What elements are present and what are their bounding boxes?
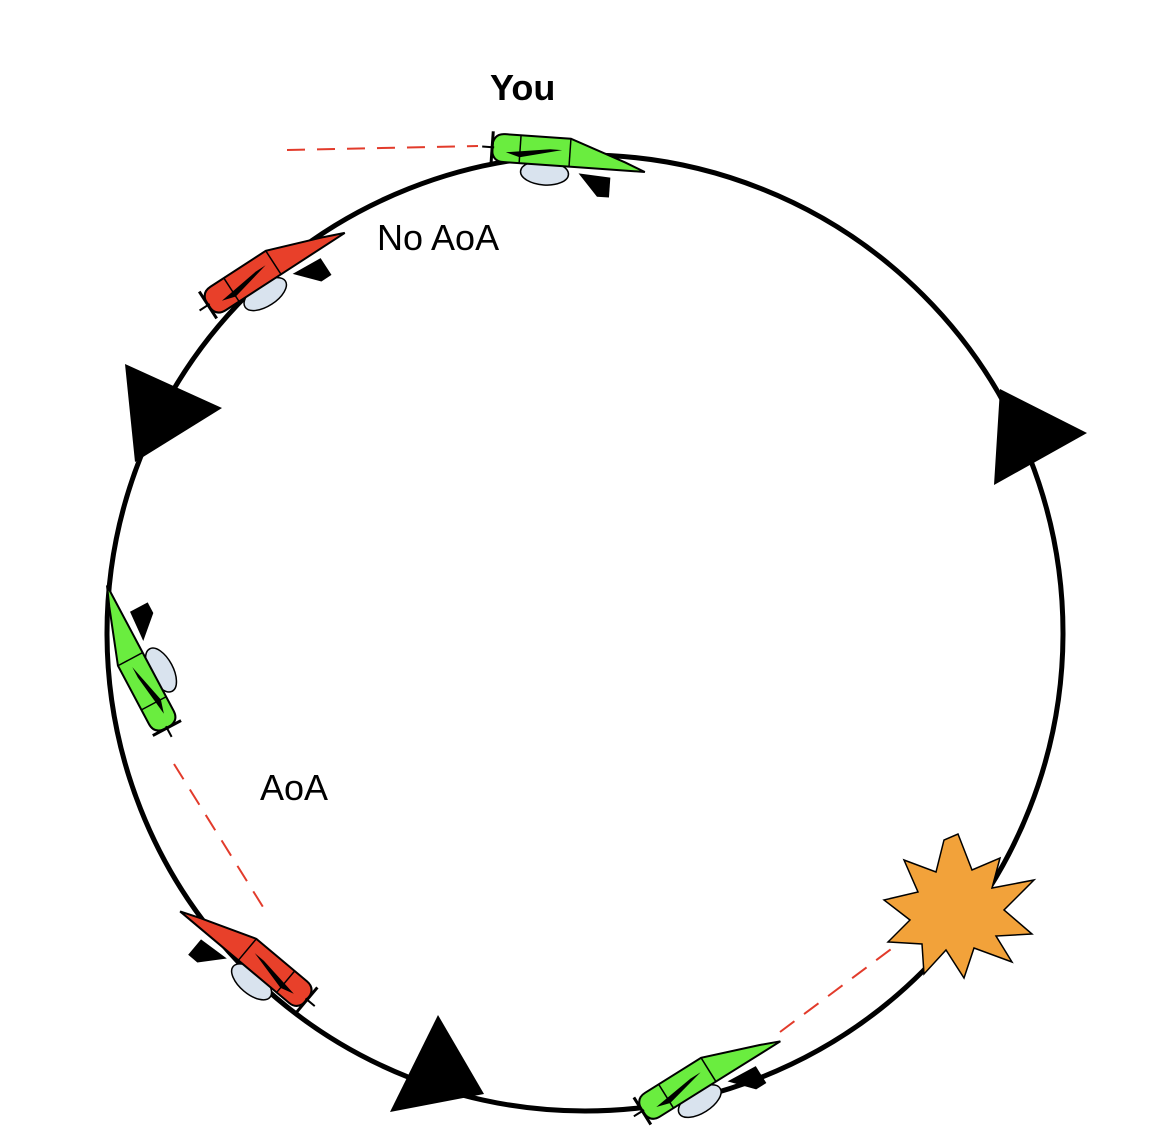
explosion-burst-icon <box>884 834 1034 978</box>
label-aoa: AoA <box>260 767 328 808</box>
plane-you <box>479 131 647 200</box>
direction-arrow-left-icon <box>125 364 222 462</box>
direction-arrow-right-icon <box>994 389 1087 485</box>
aim-line-aoa <box>174 764 268 915</box>
label-no-aoa: No AoA <box>377 217 499 258</box>
label-you: You <box>490 67 555 108</box>
plane-friendly-left <box>80 572 208 744</box>
aim-line-you <box>287 146 478 150</box>
plane-friendly-bottom-right <box>625 1016 795 1140</box>
aim-line-bottom-right <box>780 935 910 1032</box>
